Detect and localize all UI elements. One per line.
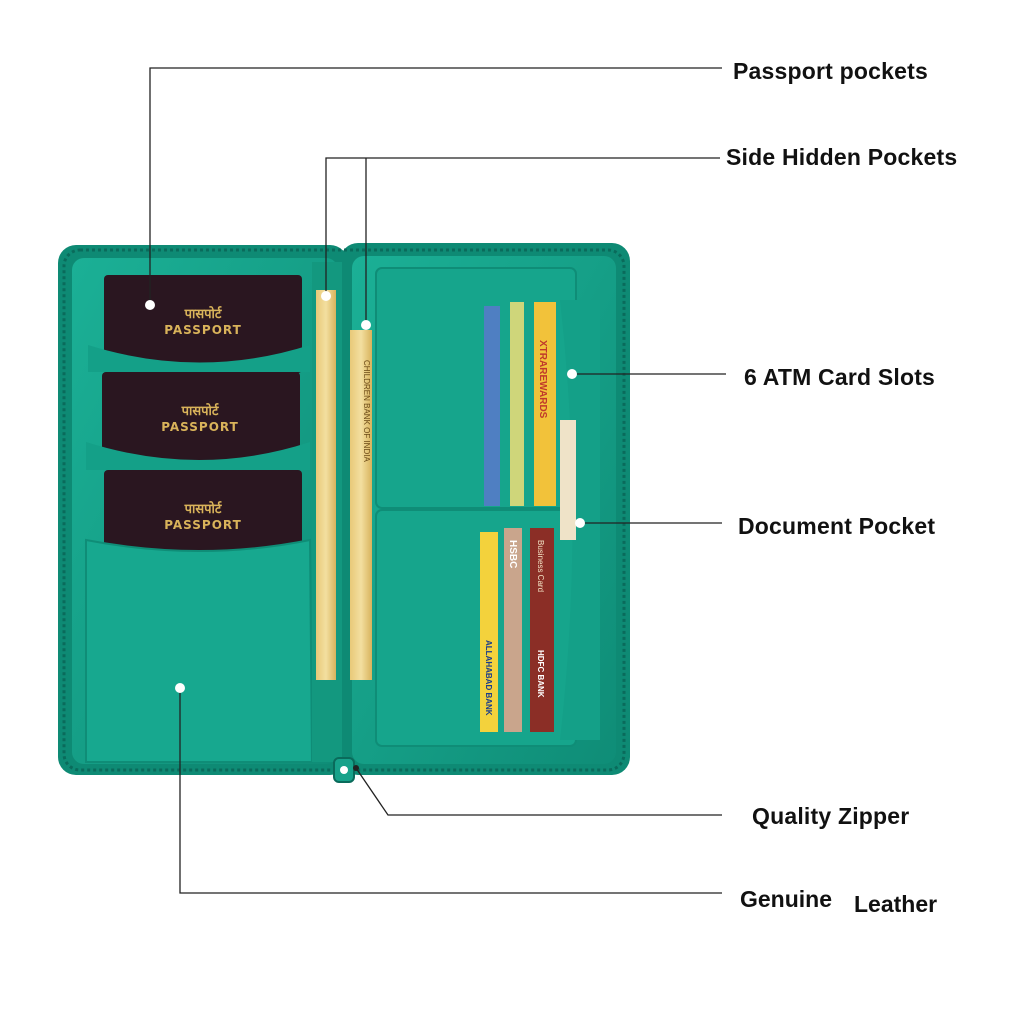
leader-side-pockets-left	[325, 157, 720, 296]
leader-passport-pockets	[149, 67, 722, 305]
passport-english-label: PASSPORT	[161, 420, 239, 434]
card-xtra-label: XTRAREWARDS	[537, 340, 548, 419]
zipper-track	[62, 248, 626, 772]
banknote-2	[350, 330, 372, 680]
atm-card-xtra	[534, 302, 556, 506]
leader-lines	[145, 67, 726, 894]
passport-english-label: PASSPORT	[164, 518, 242, 532]
atm-card-allahabad	[480, 532, 498, 732]
atm-card-hsbc	[504, 528, 522, 732]
passport-pocket-2	[86, 442, 310, 470]
callout-passport-pockets: Passport pockets	[733, 58, 928, 84]
card-business-label: Business Card	[536, 540, 545, 592]
banknote-1	[316, 290, 336, 680]
card-hdfc-label: HDFC BANK	[536, 650, 545, 698]
passport-hindi-label: पासपोर्ट	[184, 501, 223, 517]
callout-genuine: Genuine	[740, 886, 833, 912]
callout-quality-zipper: Quality Zipper	[752, 803, 910, 829]
document-paper	[560, 420, 576, 540]
zipper-pull-hole	[340, 766, 348, 774]
callout-leather: Leather	[854, 891, 938, 917]
passport-2: पासपोर्ट PASSPORT	[102, 372, 300, 470]
passport-pocket-1	[88, 345, 310, 372]
card-hsbc-label: HSBC	[507, 540, 518, 568]
passport-english-label: PASSPORT	[164, 323, 242, 337]
atm-card-blue	[484, 306, 500, 506]
banknote-label: CHILDREN BANK OF INDIA	[362, 360, 371, 462]
leader-quality-zipper	[355, 767, 722, 816]
callout-side-hidden-pockets: Side Hidden Pockets	[726, 144, 958, 170]
passport-hindi-label: पासपोर्ट	[181, 403, 220, 419]
leader-genuine-leather	[179, 688, 722, 894]
callout-document-pocket: Document Pocket	[738, 513, 936, 539]
passport-hindi-label: पासपोर्ट	[184, 306, 223, 322]
card-allahabad-label: ALLAHABAD BANK	[484, 640, 493, 716]
passport-1: पासपोर्ट PASSPORT	[104, 275, 302, 373]
atm-card-green	[510, 302, 524, 506]
callout-atm-card-slots: 6 ATM Card Slots	[744, 364, 936, 390]
atm-card-business	[530, 528, 554, 732]
passport-3: पासपोर्ट PASSPORT	[104, 470, 302, 566]
front-pocket	[85, 538, 314, 763]
